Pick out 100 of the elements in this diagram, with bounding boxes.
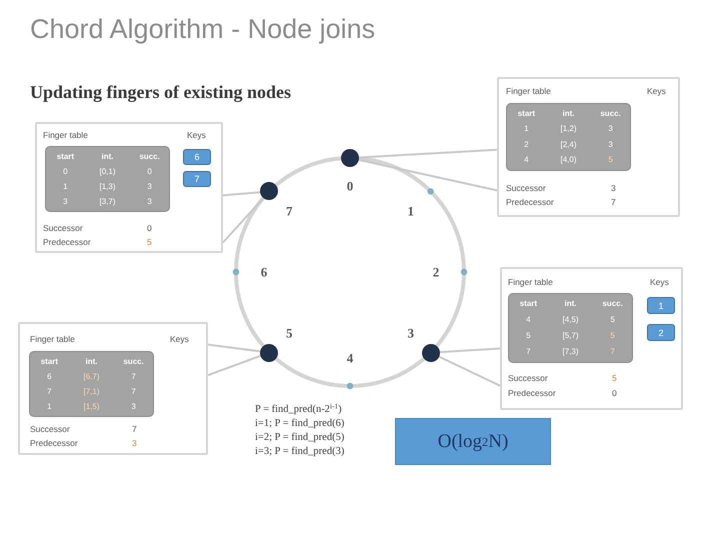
ring-position-number: 3: [408, 326, 414, 340]
field-value: 5: [612, 373, 617, 383]
leader-line: [440, 348, 500, 354]
slide-title: Chord Algorithm - Node joins: [30, 14, 376, 45]
finger-entry: 3: [608, 140, 613, 150]
column-header: succ.: [602, 299, 623, 309]
finger-entry: [4,0): [560, 155, 576, 166]
node-dot: [260, 182, 278, 200]
finger-entry: [2,4): [560, 140, 576, 150]
key-tag: 6: [183, 149, 211, 165]
field-value: 3: [132, 438, 137, 448]
column-header: succ.: [139, 152, 160, 162]
leader-line: [208, 344, 261, 352]
column-header: start: [56, 152, 74, 162]
finger-table: [45, 146, 170, 212]
ring-position-number: 4: [346, 352, 354, 364]
finger-entry: [7,1): [83, 386, 100, 396]
finger-entry: [5,7): [562, 331, 578, 341]
finger-entry: [1,2): [560, 124, 576, 134]
column-header: start: [40, 356, 58, 366]
field-label: Predecessor: [43, 237, 91, 247]
leader-line: [222, 191, 260, 196]
ring-position-number: 0: [346, 180, 354, 192]
finger-table: [29, 351, 154, 417]
leader-line: [222, 197, 264, 244]
finger-entry: 0: [147, 166, 152, 176]
finger-entry: [1,3): [99, 182, 116, 192]
key-tag: 2: [647, 324, 675, 341]
node-dot: [422, 344, 440, 362]
finger-entry: 1: [63, 182, 68, 192]
callout-panel: [497, 77, 680, 217]
field-value: 0: [612, 388, 617, 398]
ring-position-number: 2: [432, 266, 440, 278]
callout-panel: [18, 322, 208, 455]
finger-entry: 3: [608, 124, 613, 134]
field-label: Predecessor: [508, 388, 556, 398]
finger-entry: [6,7): [83, 372, 100, 382]
leader-line: [358, 148, 498, 158]
column-header: int.: [562, 108, 574, 119]
finger-entry: 7: [526, 347, 531, 357]
finger-entry: [3,7): [99, 196, 116, 206]
pseudocode-line: i=2; P = find_pred(5): [255, 431, 344, 444]
ring-position-number: 5: [286, 326, 292, 340]
finger-entry: 5: [526, 331, 531, 341]
finger-entry: 5: [608, 155, 613, 166]
column-header: int.: [564, 299, 576, 309]
finger-entry: [1,5): [83, 402, 100, 412]
finger-entry: 4: [524, 155, 529, 166]
finger-entry: 2: [524, 140, 529, 150]
finger-entry: 4: [526, 315, 531, 325]
finger-entry: 5: [610, 331, 615, 341]
finger-entry: 7: [131, 386, 136, 396]
finger-entry: [0,1): [99, 166, 116, 176]
node-dot: [341, 149, 359, 167]
section-heading: Updating fingers of existing nodes: [30, 82, 292, 103]
finger-entry: [4,5): [562, 315, 578, 325]
field-label: Successor: [506, 183, 546, 193]
pseudocode-line: P = find_pred(n-2$^{i-1}$): [255, 403, 342, 416]
finger-table: [506, 103, 631, 171]
finger-entry: 3: [147, 196, 152, 206]
table-heading: Finger table: [506, 86, 551, 96]
leader-line: [208, 354, 262, 376]
finger-entry: 1: [47, 402, 52, 412]
finger-entry: 7: [131, 372, 136, 382]
table-heading: Finger table: [30, 334, 75, 344]
table-heading: Finger table: [508, 277, 553, 287]
finger-table: [508, 293, 633, 363]
column-header: succ.: [600, 108, 621, 119]
finger-entry: 5: [610, 315, 615, 325]
field-value: 3: [611, 183, 616, 193]
leader-line: [438, 356, 500, 387]
column-header: succ.: [123, 356, 144, 366]
finger-entry: 3: [131, 402, 136, 412]
keys-heading: Keys: [647, 86, 666, 96]
field-label: Successor: [43, 223, 83, 233]
column-header: start: [518, 108, 536, 119]
ring-position-number: 6: [260, 266, 268, 278]
finger-entry: 3: [147, 182, 152, 192]
leader-line: [358, 158, 498, 192]
callout-panel: [500, 267, 683, 410]
finger-entry: 7: [610, 347, 615, 357]
field-label: Predecessor: [506, 197, 554, 207]
finger-entry: 7: [47, 386, 52, 396]
field-label: Successor: [30, 424, 70, 434]
pseudocode-line: i=3; P = find_pred(3): [255, 445, 344, 458]
keys-heading: Keys: [187, 130, 206, 140]
ring-position-number: 7: [286, 204, 292, 218]
finger-entry: [7,3): [562, 347, 578, 357]
column-header: start: [520, 299, 538, 309]
field-value: 0: [147, 223, 152, 233]
table-heading: Finger table: [43, 130, 88, 140]
finger-entry: 0: [63, 166, 68, 176]
callout-panel: [35, 122, 223, 253]
column-header: int.: [85, 356, 98, 366]
finger-entry: 1: [524, 124, 529, 134]
field-label: Successor: [508, 373, 548, 383]
finger-entry: 3: [63, 196, 68, 206]
keys-heading: Keys: [170, 334, 189, 344]
field-value: 5: [147, 237, 152, 247]
field-value: 7: [132, 424, 137, 434]
